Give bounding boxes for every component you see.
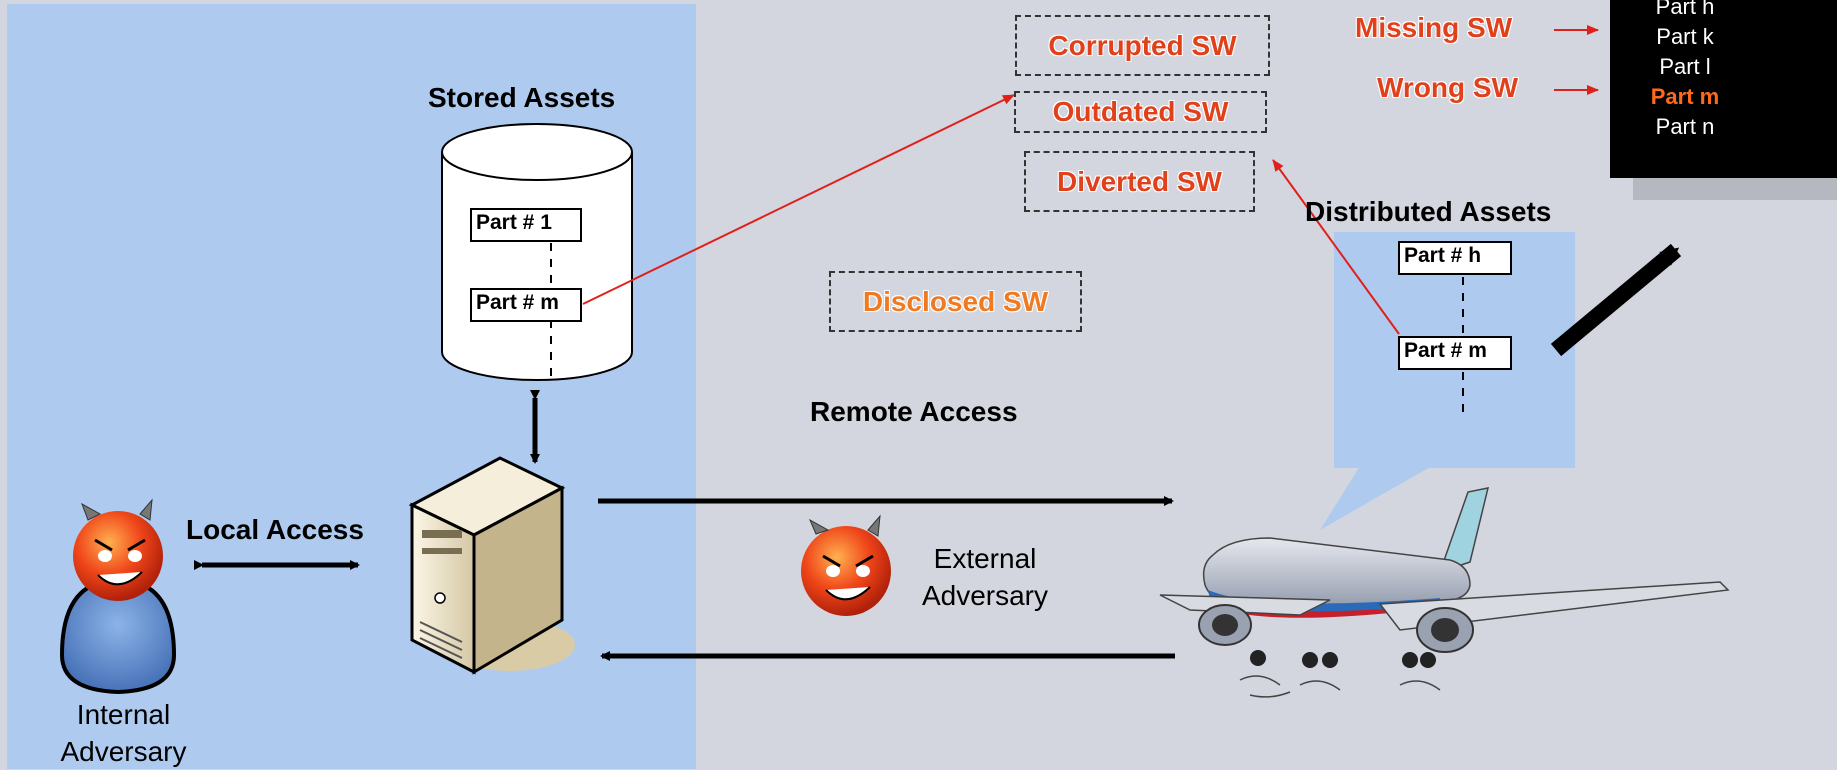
external-adversary-label: External Adversary [921,543,1049,611]
corrupted-sw-box: Corrupted SW [1015,15,1270,76]
parts-list-item: Part n [1655,114,1715,139]
internal-adversary-icon [59,498,177,695]
disclosed-sw-box: Disclosed SW [829,271,1082,332]
stored-assets-label: Stored Assets [428,82,616,113]
parts-list: Part h Part k Part l Part m Part n [1610,0,1760,142]
stored-part-1: Part # 1 [470,208,582,242]
parts-list-item: Part k [1656,24,1714,49]
database-icon [441,123,633,381]
airplane-icon [1159,487,1730,698]
parts-list-item: Part m [1650,84,1720,109]
stored-part-m: Part # m [470,288,582,322]
outdated-sw-box: Outdated SW [1014,91,1267,133]
parts-list-item: Part l [1659,54,1711,79]
missing-sw-label: Missing SW [1355,12,1513,43]
distributed-assets-label: Distributed Assets [1305,196,1552,227]
wrong-sw-label: Wrong SW [1377,72,1519,103]
distributed-part-m: Part # m [1398,336,1512,370]
parts-panel: Part h Part k Part l Part m Part n [1610,0,1837,178]
distributed-part-h: Part # h [1398,241,1512,275]
server-icon [408,456,575,675]
callout-tail [1320,466,1432,530]
parts-list-item: Part h [1655,0,1715,19]
remote-access-label: Remote Access [810,396,1018,427]
external-adversary-icon [801,514,891,616]
internal-adversary-label: Internal Adversary [60,699,187,767]
diverted-sw-box: Diverted SW [1024,151,1255,212]
local-access-label: Local Access [186,514,364,545]
